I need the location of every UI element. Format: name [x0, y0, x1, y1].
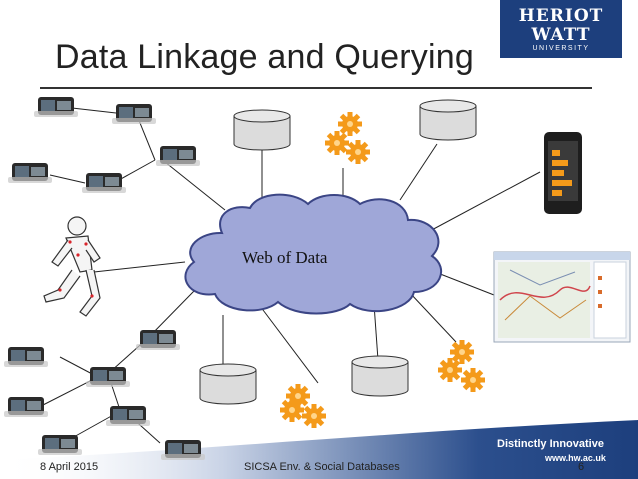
cloud-label: Web of Data — [242, 248, 328, 267]
gears-icon — [438, 340, 485, 392]
logo-line3: UNIVERSITY — [532, 45, 590, 52]
footer-brand: Distinctly Innovative — [497, 438, 604, 450]
sensor-icon — [4, 347, 48, 367]
sensor-icons — [4, 97, 205, 460]
runner-icon — [43, 216, 101, 317]
footer-date: 8 April 2015 — [40, 461, 99, 473]
sensor-icon — [38, 435, 82, 455]
web-of-data-cloud: Web of Data — [184, 193, 443, 315]
database-icon — [419, 99, 477, 141]
sensor-icon — [161, 440, 205, 460]
database-icon — [351, 355, 409, 397]
heriot-watt-logo: HERIOT WATT UNIVERSITY — [500, 0, 622, 58]
logo-line2: WATT — [531, 25, 591, 45]
sensor-icon — [8, 163, 52, 183]
database-icon — [199, 363, 257, 405]
sensor-icon — [4, 397, 48, 417]
database-icon — [233, 109, 291, 151]
sensor-icon — [136, 330, 180, 350]
footer-center: SICSA Env. & Social Databases — [244, 461, 400, 473]
sensor-icon — [82, 173, 126, 193]
gears-icon — [325, 112, 370, 164]
sensor-icon — [106, 406, 150, 426]
sensor-icon — [112, 104, 156, 124]
sensor-icon — [86, 367, 130, 387]
slide-title: Data Linkage and Querying — [55, 38, 474, 76]
footer-url: www.hw.ac.uk — [545, 453, 606, 463]
sensor-icon — [34, 97, 78, 117]
title-divider — [40, 87, 592, 89]
footer-page: 6 — [578, 461, 585, 473]
footer-band — [0, 420, 638, 479]
phone-icon — [544, 132, 582, 214]
gears-icon — [280, 384, 326, 428]
map-screenshot-icon — [493, 251, 631, 343]
connection-lines — [42, 107, 541, 444]
logo-line1: HERIOT — [518, 6, 604, 26]
sensor-icon — [156, 146, 200, 166]
